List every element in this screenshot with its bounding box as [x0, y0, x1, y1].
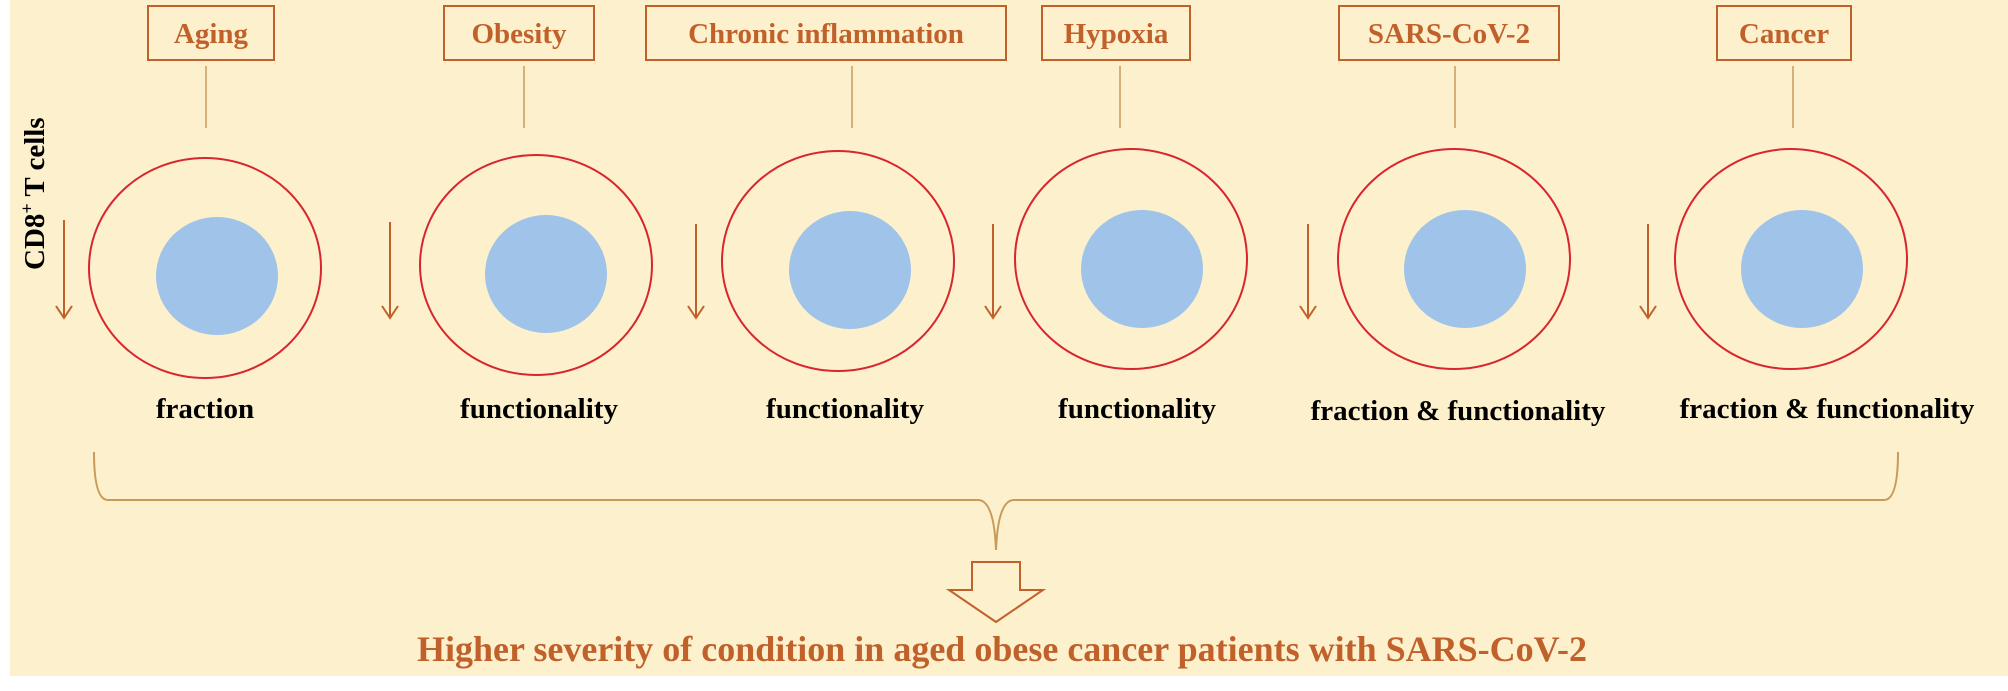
t-cell: [1014, 148, 1248, 370]
result-down-arrow-icon: [945, 561, 1047, 624]
cell-membrane: [721, 150, 955, 372]
down-arrow-icon: [1639, 224, 1657, 320]
factor-label-aging: Aging: [174, 18, 249, 50]
factor-box-aging: [147, 5, 275, 61]
factor-label-hypoxia: Hypoxia: [1064, 18, 1169, 50]
factor-sars-cov-2: SARS-CoV-2 fraction & functionality: [1299, 5, 1606, 427]
factor-box-obesity: [443, 5, 595, 61]
cell-membrane: [1337, 148, 1571, 370]
cell-nucleus: [789, 211, 911, 329]
t-cell: [419, 154, 653, 376]
down-arrow-icon: [381, 222, 399, 320]
factor-box-sars-cov-2: [1338, 5, 1560, 61]
factor-label-cancer: Cancer: [1739, 18, 1829, 50]
effect-label: functionality: [1058, 393, 1216, 425]
t-cell: [88, 157, 322, 379]
down-arrow-icon: [687, 224, 705, 320]
factor-box-hypoxia: [1041, 5, 1191, 61]
factor-chronic-inflammation: Chronic inflammation functionality: [645, 5, 1007, 425]
down-arrow-icon: [984, 224, 1002, 320]
cell-membrane: [88, 157, 322, 379]
cell-nucleus: [485, 215, 607, 333]
factor-aging: Aging fraction: [55, 5, 322, 425]
t-cell: [721, 150, 955, 372]
cell-membrane: [1674, 148, 1908, 370]
t-cell: [1674, 148, 1908, 370]
factor-label-chronic-inflammation: Chronic inflammation: [688, 18, 964, 50]
summary-bracket: [93, 451, 1899, 551]
cell-membrane: [419, 154, 653, 376]
effect-label: fraction: [156, 393, 254, 425]
factor-box-chronic-inflammation: [645, 5, 1007, 61]
t-cell: [1337, 148, 1571, 370]
effect-label: fraction & functionality: [1680, 393, 1975, 425]
side-label-cd8-t-cells: CD8+ T cells: [17, 117, 51, 270]
cell-nucleus: [1081, 210, 1203, 328]
factor-label-sars-cov-2: SARS-CoV-2: [1368, 18, 1530, 50]
down-arrow-icon: [55, 220, 73, 320]
conclusion-text: Higher severity of condition in aged obe…: [417, 629, 1587, 669]
effect-label: functionality: [460, 393, 618, 425]
cell-membrane: [1014, 148, 1248, 370]
cell-nucleus: [156, 217, 278, 335]
factor-hypoxia: Hypoxia functionality: [984, 5, 1248, 425]
factor-box-cancer: [1716, 5, 1852, 61]
diagram-background: [10, 0, 2008, 676]
factor-obesity: Obesity functionality: [381, 5, 653, 425]
effect-label: fraction & functionality: [1311, 395, 1606, 427]
factor-label-obesity: Obesity: [471, 18, 567, 50]
effect-label: functionality: [766, 393, 924, 425]
cell-nucleus: [1741, 210, 1863, 328]
factor-cancer: Cancer fraction & functionality: [1639, 5, 1975, 425]
cell-nucleus: [1404, 210, 1526, 328]
down-arrow-icon: [1299, 224, 1317, 320]
